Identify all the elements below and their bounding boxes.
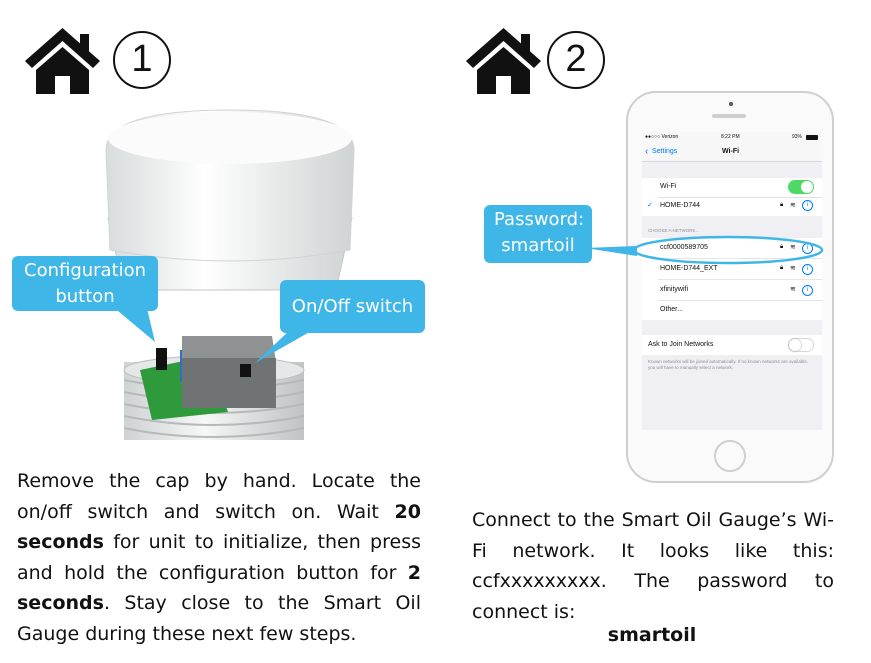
lock-icon: 🔒︎ — [780, 265, 784, 271]
wifi-icon: ≋ — [790, 265, 796, 272]
connected-network-name[interactable]: HOME-D744 — [660, 202, 701, 209]
network-highlight-ellipse — [585, 235, 824, 265]
lock-icon: 🔒︎ — [780, 202, 784, 208]
network-name: Other... — [660, 306, 683, 313]
screen-title: Wi-Fi — [722, 148, 740, 155]
home-icon — [466, 28, 541, 94]
configuration-button-callout: Configuration button — [12, 256, 158, 311]
ask-to-join-toggle[interactable] — [788, 338, 814, 352]
info-icon[interactable]: i — [802, 264, 813, 275]
wifi-icon: ≋ — [790, 202, 796, 209]
wifi-toggle[interactable] — [788, 180, 814, 194]
choose-network-header: CHOOSE A NETWORK... — [648, 228, 700, 233]
check-icon: ✓ — [647, 202, 653, 209]
step2-instructions: Connect to the Smart Oil Gauge’s Wi-Fi n… — [472, 509, 834, 623]
network-row[interactable]: HOME-D744_EXT 🔒︎ ≋ i — [642, 259, 822, 279]
carrier-label: ●●○○○ Verizon — [645, 134, 679, 140]
phone-camera — [729, 102, 733, 106]
chevron-left-icon[interactable]: ‹ — [645, 146, 649, 157]
step-number-1: 1 — [113, 31, 171, 89]
step1-instructions: Remove the cap by hand. Locate the on/of… — [17, 470, 421, 645]
password-callout: Password: smartoil — [484, 205, 592, 263]
step-number-2: 2 — [547, 31, 605, 89]
time-label: 8:22 PM — [721, 134, 740, 140]
network-name: xfinitywifi — [660, 286, 689, 293]
phone-screen: ●●○○○ Verizon 8:22 PM 93% ‹ Settings Wi-… — [642, 132, 822, 430]
home-icon — [25, 28, 100, 94]
ask-to-join-note: Known networks will be joined automatica… — [648, 359, 808, 370]
wifi-icon: ≋ — [790, 286, 796, 293]
network-row[interactable]: xfinitywifi ≋ i — [642, 280, 822, 300]
info-icon[interactable]: i — [802, 200, 813, 211]
wifi-icon: ≋ — [790, 244, 796, 251]
password-value: smartoil — [607, 624, 697, 646]
back-settings-link[interactable]: Settings — [652, 148, 678, 155]
on-off-switch-callout: On/Off switch — [280, 280, 425, 333]
lock-icon: 🔒︎ — [780, 244, 784, 250]
network-name: HOME-D744_EXT — [660, 265, 718, 272]
info-icon[interactable]: i — [802, 285, 813, 296]
network-row[interactable]: Other... — [642, 301, 822, 320]
network-name: ccf0000589705 — [660, 244, 708, 251]
battery-label: 93% — [792, 134, 803, 140]
oil-gauge-device-illustration — [105, 109, 355, 440]
phone-speaker — [712, 114, 746, 118]
battery-icon — [806, 135, 818, 140]
wifi-toggle-label: Wi-Fi — [660, 183, 677, 190]
ask-to-join-label: Ask to Join Networks — [648, 341, 714, 348]
phone-home-button — [714, 440, 746, 472]
